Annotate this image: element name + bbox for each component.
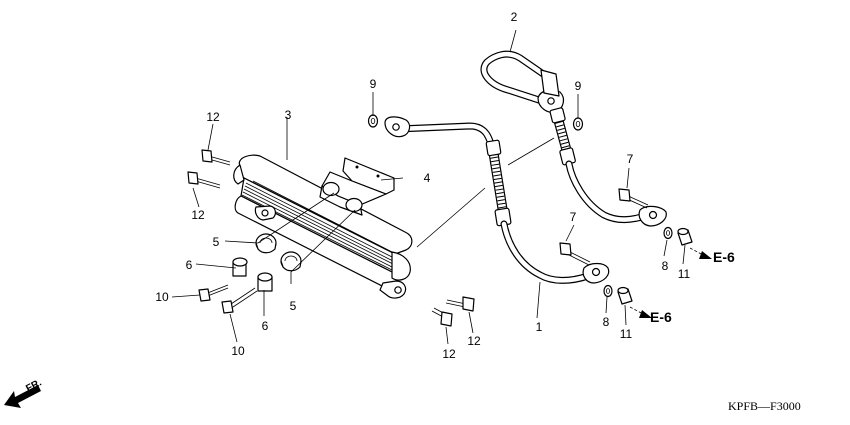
part-3-label: 3 [285,108,292,122]
dowels [617,227,693,305]
part-11-label-lower: 11 [620,327,633,341]
part-5-label-right: 5 [290,299,297,313]
part-labels: 1 2 3 4 5 5 6 6 7 7 8 8 9 9 10 10 11 11 … [155,10,690,361]
reference-labels: E-6 E-6 [650,249,735,325]
part-7-label-lower: 7 [570,210,577,224]
part-12-label-left: 12 [191,208,205,222]
part-6-label-lower: 6 [262,319,269,333]
part-9-label-left: 9 [370,77,377,91]
part-8-label-lower: 8 [603,315,610,329]
oil-pipe-2 [480,50,667,227]
part-12-label-top: 12 [206,110,220,124]
part-6-label-left: 6 [186,258,193,272]
washers [367,114,673,298]
part-11-label-upper: 11 [678,267,691,281]
rubber-mounts [255,233,302,272]
part-2-label: 2 [511,10,518,24]
part-12-label-right: 12 [467,334,481,348]
part-8-label-upper: 8 [662,259,669,273]
part-10-label-upper: 10 [155,290,169,304]
drawing-code: KPFB—F3000 [728,399,801,413]
oil-pipe-1 [384,116,610,284]
front-direction-marker: FR. [4,377,44,408]
leader-lines [171,29,686,345]
reference-e6-upper: E-6 [713,249,735,265]
part-9-label-right: 9 [575,79,582,93]
reference-e6-lower: E-6 [650,309,672,325]
mounting-bracket [319,157,395,216]
part-1-label: 1 [536,320,543,334]
part-5-label-left: 5 [213,235,220,249]
front-marker-label: FR. [24,377,44,394]
part-4-label: 4 [424,171,431,185]
part-12-label-lower: 12 [442,347,456,361]
part-7-label-upper: 7 [627,152,634,166]
bolts [187,149,649,327]
oil-cooler [233,154,413,299]
collars [232,257,273,292]
reference-arrows [629,247,712,318]
part-10-label-lower: 10 [231,344,245,358]
